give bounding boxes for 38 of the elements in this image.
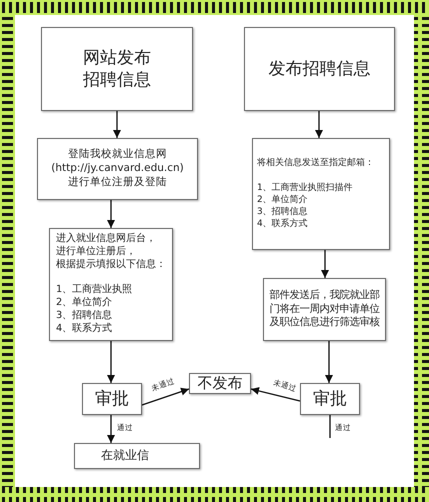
list-item: 2、单位简介	[56, 296, 112, 310]
box-text: 不发布	[198, 374, 242, 394]
list-item: 1、工商营业执照	[56, 284, 132, 296]
list-item: 2、单位简介	[257, 195, 308, 206]
box-text: 审批	[95, 388, 129, 410]
arrow	[142, 388, 190, 406]
list-item: 4、联系方式	[257, 218, 308, 230]
process-box	[252, 138, 390, 250]
list-item: 4、联系方式	[56, 322, 112, 336]
box-text: 进入就业信息网后台，进行单位注册后，根据提示填报以下信息：	[56, 233, 166, 272]
box-text: 网站发布招聘信息	[82, 46, 152, 92]
list-item: 3、招聘信息	[257, 206, 308, 218]
list-item: 1、工商营业执照扫描件	[257, 183, 353, 194]
box-text: 部件发送后，我院就业部门将在一周内对申请单位及职位信息进行筛选审核	[268, 288, 381, 330]
arrow	[250, 387, 300, 402]
list-item: 3、招聘信息	[56, 310, 112, 322]
box-text: 登陆我校就业信息网 (http://jy.canvard.edu.cn) 进行单位注册及登陆	[50, 148, 185, 190]
arrow	[107, 200, 115, 228]
process-box	[189, 373, 251, 394]
arrow	[315, 111, 323, 138]
box-text: 审批	[313, 388, 347, 410]
arrow	[321, 250, 329, 278]
box-text: 在就业信	[101, 448, 149, 464]
process-box	[244, 27, 395, 111]
process-box	[49, 228, 173, 341]
box-text: 发布招聘信息	[268, 58, 370, 80]
process-box	[263, 278, 386, 341]
process-box	[74, 443, 200, 469]
arrow	[325, 341, 333, 383]
process-box	[37, 138, 198, 200]
line	[329, 415, 331, 438]
process-box	[82, 383, 142, 415]
process-box	[300, 383, 360, 415]
process-box	[41, 27, 193, 111]
box-text: 将相关信息发送至指定邮箱：	[257, 158, 374, 170]
arrow	[113, 111, 121, 138]
arrow	[107, 415, 115, 443]
arrow	[107, 341, 115, 383]
